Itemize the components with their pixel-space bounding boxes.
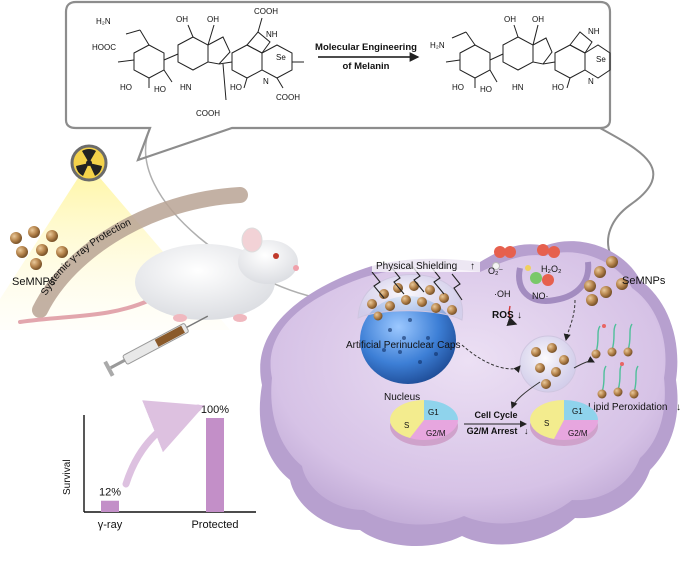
svg-text:COOH: COOH [276,93,300,102]
melanin-structure-right: H₂N OH OH NH Se HO HO N HN HO [430,15,611,94]
arrow-label-line2: of Melanin [343,61,390,72]
svg-text:↓: ↓ [517,310,522,321]
mouse-tail [18,298,152,324]
svg-text:↓: ↓ [524,426,529,436]
svg-text:NO·: NO· [532,291,549,301]
svg-text:N: N [263,77,269,86]
caps-label: Artificial Perinuclear Caps [346,340,461,351]
improvement-arrow [122,400,205,488]
svg-text:HO: HO [120,83,132,92]
endocytosis-pit [516,261,592,304]
svg-text:HN: HN [180,83,192,92]
nanoparticle-label-left: SeMNPs [12,276,56,288]
svg-text:COOH: COOH [254,7,278,16]
mouse-illustration [18,227,299,324]
mouse-nose [293,265,299,271]
melanin-structure-left: H₂N HOOC OH OH COOH NH Se HO HO N HN HO … [92,7,304,118]
molecular-engineering-panel: H₂N HOOC OH OH COOH NH Se HO HO N HN HO … [64,0,655,301]
svg-text:HO: HO [230,83,242,92]
svg-text:NH: NH [588,27,600,36]
nanoparticle-cluster-right [584,256,628,306]
nucleus [360,296,456,384]
survival-category-label-0: γ-ray [98,519,123,531]
ros-label: ROS [492,310,514,321]
cell-cycle-pie-right: G1 S G2/M [530,400,598,446]
svg-text:S: S [404,421,409,430]
survival-bar-0 [101,500,119,512]
svg-text:↓: ↓ [676,402,681,413]
survival-category-label-1: Protected [191,519,238,531]
svg-text:Se: Se [276,53,286,62]
svg-text:H₂O₂: H₂O₂ [541,264,562,274]
cell-cycle-pie-left: G1 S G2/M [390,400,458,446]
svg-text:HO: HO [480,85,492,94]
svg-text:N: N [588,77,594,86]
survival-value-label-0: 12% [99,487,121,499]
cell-illustration: O₂⁻ ·OH H₂O₂ NO· ROS ↓ Lipid Peroxidatio… [259,241,681,547]
svg-text:OH: OH [176,15,188,24]
mouse-eye [273,253,279,259]
svg-text:HO: HO [552,83,564,92]
nanoparticle-label-right: SeMNPs [622,275,666,287]
svg-text:↑: ↑ [470,261,475,272]
svg-text:COOH: COOH [196,109,220,118]
svg-text:Se: Se [596,55,606,64]
cap-nanoparticles [367,281,457,321]
svg-text:NH: NH [266,30,278,39]
reaction-arrow: Molecular Engineering of Melanin [315,42,420,72]
label-backdrop [372,258,480,272]
svg-text:G2/M: G2/M [568,429,588,438]
ros-species: O₂⁻ ·OH H₂O₂ NO· ROS ↓ [488,244,562,326]
svg-text:HO: HO [154,85,166,94]
physical-shielding-label: Physical Shielding [376,261,457,272]
svg-text:H₂N: H₂N [430,41,445,50]
svg-text:O₂⁻: O₂⁻ [488,266,503,276]
svg-text:OH: OH [504,15,516,24]
svg-text:G1: G1 [572,407,583,416]
survival-chart: Survival 12% γ-ray 100% Protected [62,400,256,531]
bubble-tail-left [144,127,331,301]
cell-cycle-label: Cell Cycle [474,410,517,420]
svg-text:G1: G1 [428,408,439,417]
arrow-label-line1: Molecular Engineering [315,42,417,53]
svg-text:H₂N: H₂N [96,17,111,26]
g2m-arrest-label: G2/M Arrest [467,426,518,436]
svg-text:HOOC: HOOC [92,43,116,52]
svg-text:G2/M: G2/M [426,429,446,438]
svg-text:OH: OH [532,15,544,24]
mouse-ear [241,227,263,253]
y-axis-label: Survival [62,459,73,495]
survival-bar-1 [206,418,224,512]
lipid-molecules [573,323,639,399]
svg-text:OH: OH [207,15,219,24]
nanoparticle-cluster-left [10,226,68,270]
survival-value-label-1: 100% [201,404,229,416]
bubble-tail-right [599,127,655,259]
svg-text:S: S [544,419,549,428]
syringe-icon [103,315,209,377]
svg-text:HN: HN [512,83,524,92]
nucleus-label: Nucleus [384,392,420,403]
lipid-peroxidation-label: Lipid Peroxidation [588,402,668,413]
svg-text:·OH: ·OH [494,289,511,299]
svg-text:HO: HO [452,83,464,92]
beam-band [32,187,248,318]
